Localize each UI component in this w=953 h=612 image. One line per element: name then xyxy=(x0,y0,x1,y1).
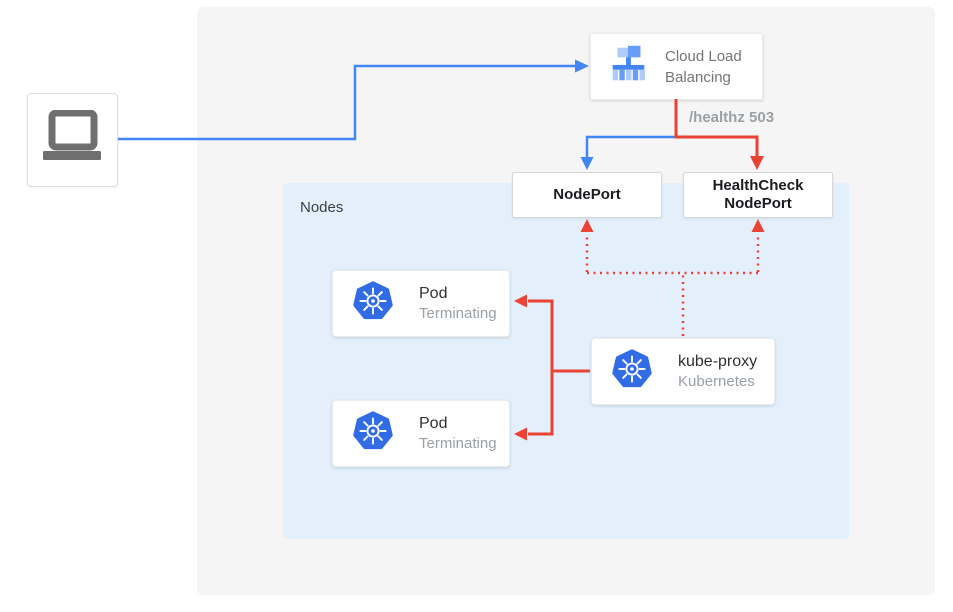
cloud-load-balancing-label: Cloud Load Balancing xyxy=(665,47,742,86)
kube-proxy-subtitle: Kubernetes xyxy=(678,373,755,390)
kube-proxy-node: kube-proxy Kubernetes xyxy=(591,338,775,405)
nodeport-label: NodePort xyxy=(553,186,621,203)
cloud-load-balancing-icon xyxy=(605,41,651,92)
pod-node-terminating-2: Pod Terminating xyxy=(332,400,510,467)
client-node xyxy=(27,93,118,187)
nodeport-node: NodePort xyxy=(512,172,662,218)
pod-status: Terminating xyxy=(419,305,497,322)
pod-node-terminating-1: Pod Terminating xyxy=(332,270,510,337)
healthcheck-nodeport-node: HealthCheck NodePort xyxy=(683,172,833,218)
pod-status: Terminating xyxy=(419,435,497,452)
kubernetes-icon xyxy=(612,349,652,394)
healthz-503-label: /healthz 503 xyxy=(689,109,775,126)
pod-title: Pod xyxy=(419,285,448,302)
kubernetes-icon xyxy=(353,281,393,326)
kubernetes-icon xyxy=(353,411,393,456)
laptop-icon xyxy=(41,109,105,171)
nodes-group-label: Nodes xyxy=(300,199,344,216)
kube-proxy-title: kube-proxy xyxy=(678,353,758,370)
cloud-load-balancing-node: Cloud Load Balancing xyxy=(590,33,763,100)
healthcheck-nodeport-label: HealthCheck NodePort xyxy=(712,177,804,212)
pod-title: Pod xyxy=(419,415,448,432)
